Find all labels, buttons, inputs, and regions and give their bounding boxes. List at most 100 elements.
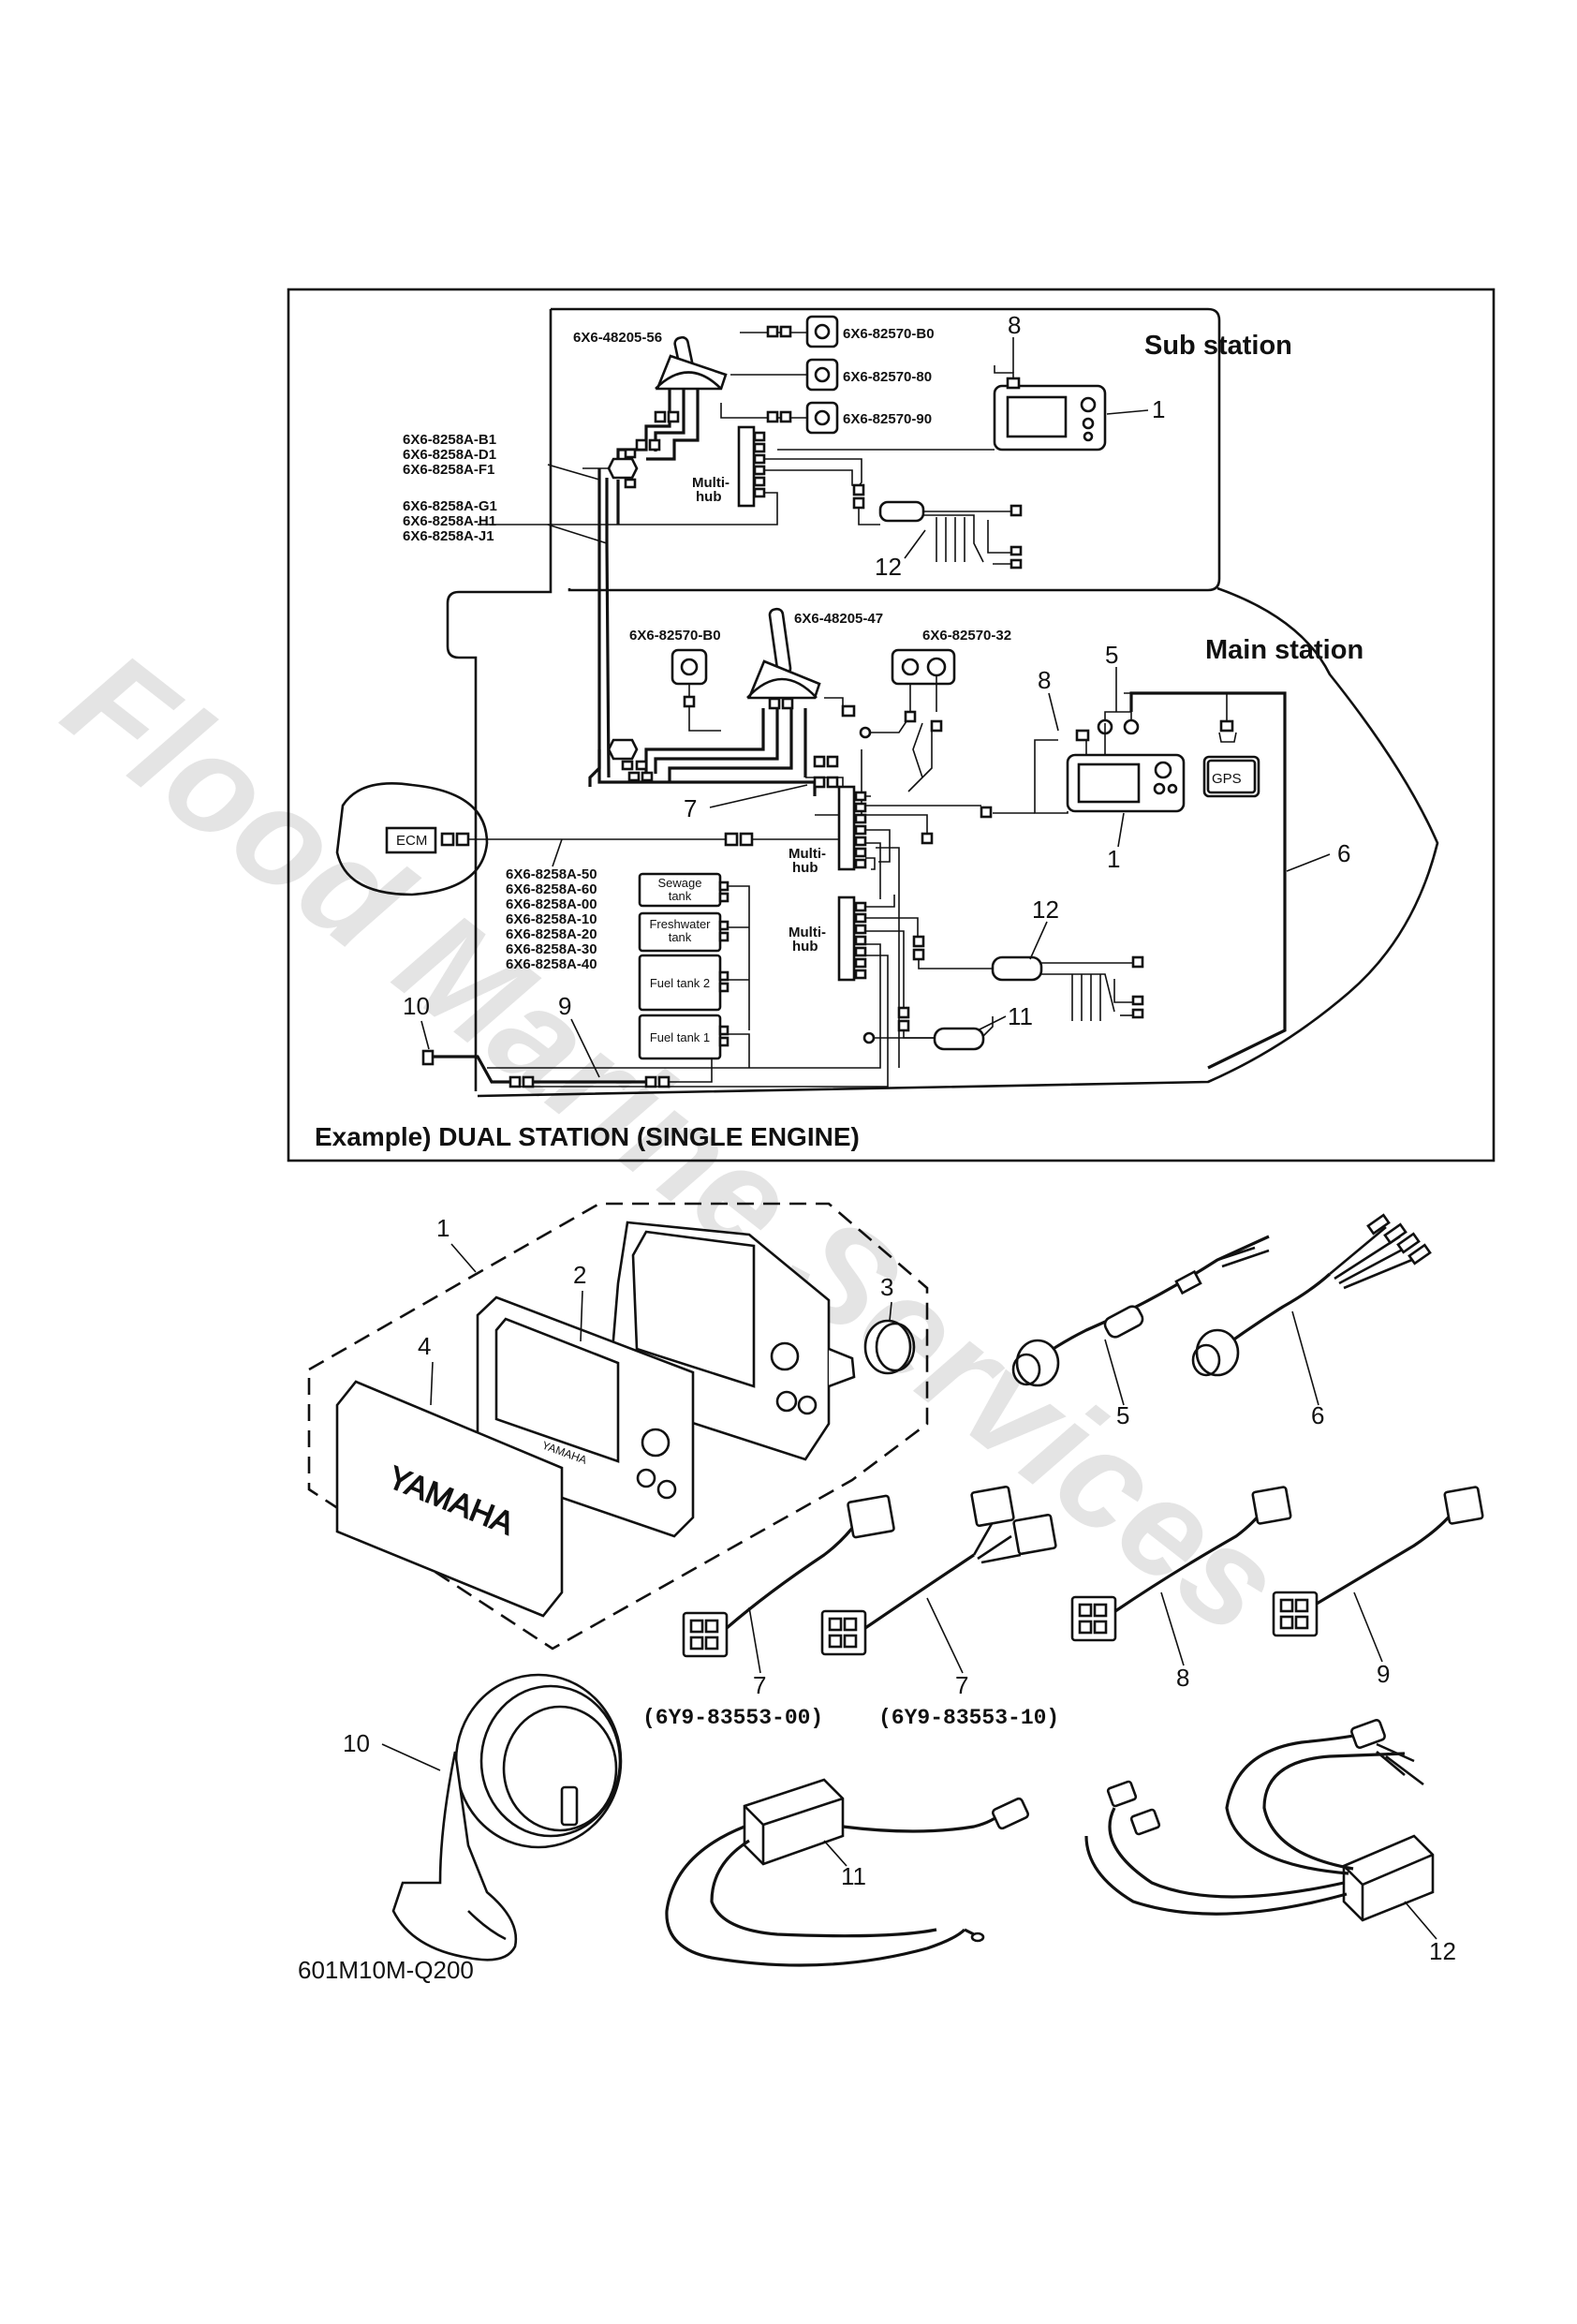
- sub-remote-part-number: 6X6-48205-56: [573, 330, 662, 346]
- sub-harness: [582, 389, 700, 787]
- callout-10: 10: [403, 992, 430, 1020]
- hull-left-edge: [446, 309, 553, 1091]
- part-callout-3: 3: [880, 1273, 893, 1301]
- main-key-part-number: 6X6-82570-32: [922, 628, 1011, 644]
- part-callout-8: 8: [1176, 1664, 1189, 1692]
- callout-12-main: 12: [1032, 896, 1059, 924]
- sub-switch-b0: 6X6-82570-B0: [740, 315, 935, 348]
- part-7b-number: (6Y9-83553-10): [878, 1706, 1059, 1730]
- part-callout-11: 11: [841, 1862, 866, 1890]
- main-remote-control: 6X6-48205-47: [746, 607, 883, 718]
- harness-label-50: 6X6-8258A-50: [506, 866, 597, 882]
- diagram-title: Example) DUAL STATION (SINGLE ENGINE): [315, 1122, 860, 1151]
- main-fuel-sensor-12: 12: [918, 896, 1144, 1021]
- harness-label-10: 6X6-8258A-10: [506, 911, 597, 927]
- main-remote-part-number: 6X6-48205-47: [794, 611, 883, 627]
- main-multihub-1: Multi- hub: [788, 785, 981, 1068]
- main-station-hull: [477, 586, 1439, 1098]
- callout-8-sub: 8: [1008, 311, 1021, 339]
- part-callout-4: 4: [418, 1332, 431, 1360]
- harness-label-f1: 6X6-8258A-F1: [403, 462, 494, 478]
- tank-fuel1-label: Fuel tank 1: [650, 1030, 710, 1044]
- tank-fuel2-label: Fuel tank 2: [650, 976, 710, 990]
- harness-labels-group-2: 6X6-8258A-G1 6X6-8258A-H1 6X6-8258A-J1: [403, 498, 608, 544]
- sub-remote-control: 6X6-48205-56: [573, 330, 728, 391]
- harness-label-60: 6X6-8258A-60: [506, 881, 597, 897]
- harness-label-d1: 6X6-8258A-D1: [403, 447, 496, 463]
- tank-sewage: Sewage tank: [638, 872, 750, 1030]
- callout-11: 11: [1008, 1002, 1033, 1030]
- part-callout-7a: 7: [753, 1671, 766, 1699]
- sub-multihub: Multi- hub: [478, 425, 862, 525]
- harness-label-h1: 6X6-8258A-H1: [403, 513, 496, 529]
- harness-label-g1: 6X6-8258A-G1: [403, 498, 497, 514]
- callout-1-sub: 1: [1152, 395, 1165, 423]
- diagram-frame: [287, 288, 1496, 1162]
- gps-label: GPS: [1212, 771, 1242, 787]
- main-multihub-2: Multi- hub: [487, 895, 925, 1088]
- sub-station-label: Sub station: [1144, 331, 1292, 361]
- sub-fuel-sensor-12: 12: [852, 483, 1023, 581]
- harness-label-00: 6X6-8258A-00: [506, 896, 597, 912]
- main-station-label: Main station: [1205, 635, 1363, 665]
- part-fuel-sensor-11: 11: [665, 1778, 1030, 1967]
- callout-1-main: 1: [1107, 845, 1120, 873]
- harness-label-30: 6X6-8258A-30: [506, 941, 597, 957]
- part-7a-number: (6Y9-83553-00): [642, 1706, 823, 1730]
- part-harness-7a: 7 (6Y9-83553-00): [642, 1494, 895, 1730]
- main-multihub-1-label-2: hub: [792, 860, 818, 876]
- part-harness-7b: 7 (6Y9-83553-10): [820, 1485, 1059, 1730]
- harness-label-20: 6X6-8258A-20: [506, 926, 597, 942]
- callout-7: 7: [684, 794, 697, 822]
- part-cover: YAMAHA 4: [335, 1332, 564, 1618]
- sensor-10-harness-9: 10 9: [403, 992, 713, 1088]
- main-harness: 7: [597, 708, 871, 822]
- main-switch-b0: 6X6-82570-B0: [629, 628, 721, 732]
- callout-8-main: 8: [1038, 666, 1051, 694]
- tank-fuel-2: Fuel tank 2: [638, 954, 749, 1012]
- sub-switch-90: 6X6-82570-90: [720, 401, 932, 435]
- part-callout-2: 2: [573, 1261, 586, 1289]
- tank-sewage-label-1: Sewage: [658, 876, 702, 890]
- part-ring: 3: [863, 1273, 916, 1375]
- tank-fresh-label-2: tank: [669, 930, 692, 944]
- harness-labels-group-1: 6X6-8258A-B1 6X6-8258A-D1 6X6-8258A-F1: [403, 432, 600, 481]
- part-callout-12: 12: [1429, 1937, 1456, 1965]
- harness-labels-group-3: 6X6-8258A-50 6X6-8258A-60 6X6-8258A-00 6…: [506, 838, 597, 972]
- part-callout-7b: 7: [955, 1671, 968, 1699]
- ecm-label: ECM: [396, 833, 427, 849]
- main-display: 8 5 GPS 1 6: [980, 641, 1350, 1070]
- sub-station-outline: [551, 307, 1221, 592]
- part-callout-5: 5: [1116, 1401, 1129, 1429]
- tank-fuel-1: Fuel tank 1: [638, 1014, 750, 1068]
- sub-switch-90-number: 6X6-82570-90: [843, 411, 932, 427]
- sub-multihub-label-2: hub: [696, 489, 722, 505]
- part-callout-9: 9: [1377, 1660, 1390, 1688]
- sub-switch-80-number: 6X6-82570-80: [843, 369, 932, 385]
- part-transducer-10: 10: [343, 1673, 623, 1961]
- sub-display: 8 1: [777, 311, 1165, 451]
- tank-sewage-label-2: tank: [669, 889, 692, 903]
- main-multihub-2-label-1: Multi-: [788, 925, 826, 940]
- part-callout-1: 1: [436, 1214, 450, 1242]
- part-callout-6: 6: [1311, 1401, 1324, 1429]
- harness-label-40: 6X6-8258A-40: [506, 956, 597, 972]
- callout-12-sub: 12: [875, 553, 902, 581]
- part-fuel-sensor-12: 12: [1084, 1719, 1456, 1965]
- ecm-engine: ECM: [335, 782, 839, 896]
- main-switch-b0-number: 6X6-82570-B0: [629, 628, 721, 644]
- sub-switch-80: 6X6-82570-80: [730, 358, 932, 392]
- part-cable-6: 6: [1191, 1213, 1432, 1429]
- part-callout-10: 10: [343, 1729, 370, 1757]
- callout-5-main: 5: [1105, 641, 1118, 669]
- part-harness-8: 8: [1070, 1486, 1292, 1692]
- fuel-sensor-11: 11: [862, 1002, 1033, 1051]
- main-key-switch: 6X6-82570-32: [859, 628, 1011, 792]
- sub-multihub-label-1: Multi-: [692, 475, 730, 491]
- tank-fresh-label-1: Freshwater: [649, 917, 711, 931]
- main-multihub-2-label-2: hub: [792, 939, 818, 955]
- display-set-outline: [307, 1202, 929, 1650]
- tank-freshwater: Freshwater tank: [638, 911, 749, 953]
- part-harness-9: 9: [1272, 1486, 1484, 1688]
